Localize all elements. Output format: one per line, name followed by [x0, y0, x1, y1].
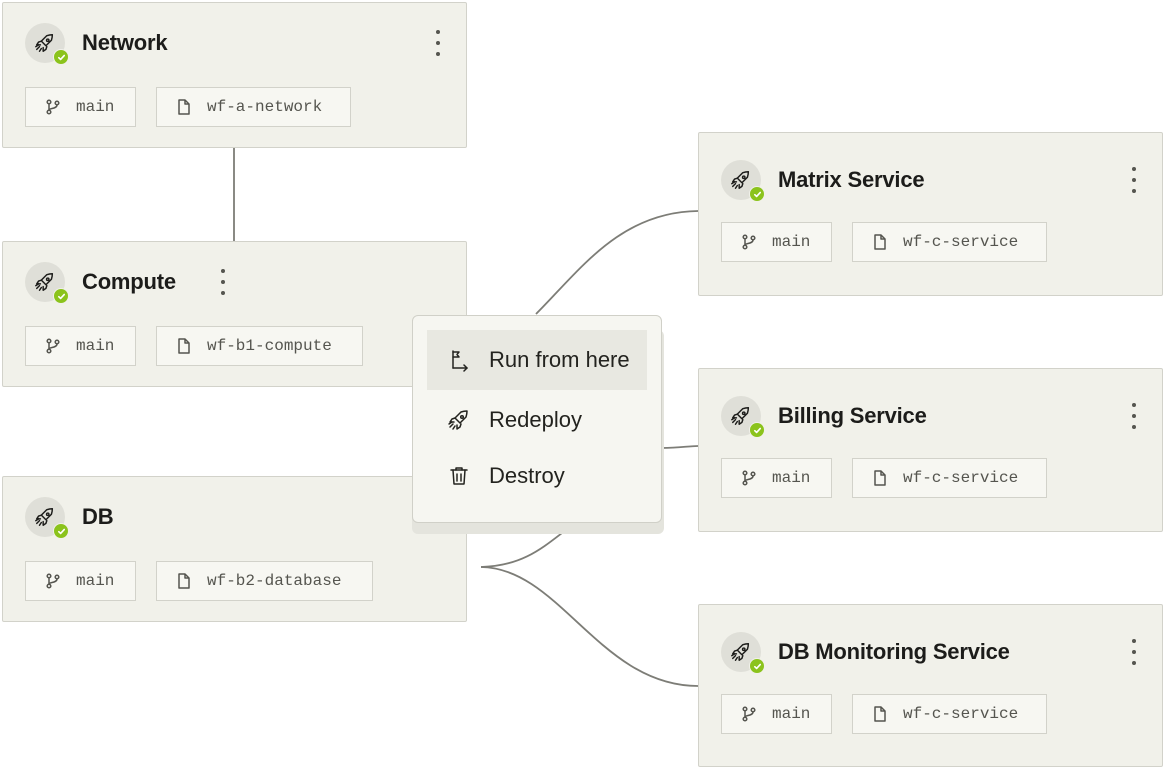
- branch-chip[interactable]: main: [721, 458, 832, 498]
- node-title: Network: [82, 30, 168, 55]
- node-db-monitoring-service[interactable]: DB Monitoring Service main wf-c-service: [698, 604, 1163, 767]
- node-title: Compute: [82, 269, 176, 294]
- file-chip[interactable]: wf-c-service: [852, 694, 1047, 734]
- branch-label: main: [772, 469, 811, 487]
- node-billing-service[interactable]: Billing Service main wf-c-service: [698, 368, 1163, 532]
- node-db[interactable]: DB main wf-b2-database: [2, 476, 467, 622]
- more-options-icon[interactable]: [428, 27, 448, 59]
- more-options-icon[interactable]: [1124, 164, 1144, 196]
- status-ok-icon: [53, 49, 69, 65]
- file-label: wf-a-network: [207, 98, 323, 116]
- rocket-icon: [25, 262, 65, 302]
- branch-label: main: [772, 705, 811, 723]
- git-branch-icon: [44, 98, 62, 116]
- node-network[interactable]: Network main wf-a-network: [2, 2, 467, 148]
- status-ok-icon: [53, 288, 69, 304]
- node-title: DB: [82, 504, 114, 529]
- edge-db-billing: [480, 532, 563, 568]
- more-options-icon[interactable]: [1124, 400, 1144, 432]
- git-branch-icon: [44, 572, 62, 590]
- file-icon: [175, 98, 193, 116]
- context-menu: Run from here Redeploy Destroy: [412, 315, 662, 523]
- edge-compute-matrix: [535, 210, 699, 315]
- branch-chip[interactable]: main: [25, 326, 136, 366]
- git-branch-icon: [44, 337, 62, 355]
- menu-item-destroy[interactable]: Destroy: [427, 446, 647, 506]
- file-chip[interactable]: wf-b1-compute: [156, 326, 363, 366]
- rocket-icon: [447, 408, 471, 432]
- git-branch-icon: [740, 705, 758, 723]
- file-chip[interactable]: wf-c-service: [852, 222, 1047, 262]
- node-compute[interactable]: Compute main wf-b1-compute: [2, 241, 467, 387]
- branch-label: main: [76, 337, 115, 355]
- status-ok-icon: [749, 422, 765, 438]
- menu-item-run-from-here[interactable]: Run from here: [427, 330, 647, 390]
- node-title: Matrix Service: [778, 167, 925, 192]
- status-ok-icon: [53, 523, 69, 539]
- menu-item-label: Destroy: [489, 463, 565, 488]
- menu-item-redeploy[interactable]: Redeploy: [427, 390, 647, 450]
- node-matrix-service[interactable]: Matrix Service main wf-c-service: [698, 132, 1163, 296]
- file-icon: [175, 572, 193, 590]
- file-label: wf-c-service: [903, 469, 1019, 487]
- file-label: wf-c-service: [903, 233, 1019, 251]
- file-chip[interactable]: wf-b2-database: [156, 561, 373, 601]
- status-ok-icon: [749, 658, 765, 674]
- menu-item-label: Redeploy: [489, 407, 582, 432]
- branch-chip[interactable]: main: [721, 694, 832, 734]
- file-chip[interactable]: wf-c-service: [852, 458, 1047, 498]
- trash-icon: [447, 464, 471, 488]
- menu-item-label: Run from here: [489, 347, 630, 372]
- node-title: DB Monitoring Service: [778, 639, 1010, 664]
- file-label: wf-b1-compute: [207, 337, 332, 355]
- branch-label: main: [76, 572, 115, 590]
- file-label: wf-c-service: [903, 705, 1019, 723]
- status-ok-icon: [749, 186, 765, 202]
- file-icon: [175, 337, 193, 355]
- edge-db-dbmon: [480, 566, 699, 687]
- more-options-icon[interactable]: [213, 266, 233, 298]
- git-branch-icon: [740, 469, 758, 487]
- branch-chip[interactable]: main: [25, 87, 136, 127]
- branch-label: main: [76, 98, 115, 116]
- file-chip[interactable]: wf-a-network: [156, 87, 351, 127]
- branch-chip[interactable]: main: [25, 561, 136, 601]
- file-icon: [871, 233, 889, 251]
- more-options-icon[interactable]: [1124, 636, 1144, 668]
- git-branch-icon: [740, 233, 758, 251]
- file-icon: [871, 705, 889, 723]
- node-title: Billing Service: [778, 403, 927, 428]
- branch-label: main: [772, 233, 811, 251]
- edge-compute-billing: [661, 445, 699, 449]
- run-from-here-icon: [447, 348, 471, 372]
- branch-chip[interactable]: main: [721, 222, 832, 262]
- file-label: wf-b2-database: [207, 572, 342, 590]
- file-icon: [871, 469, 889, 487]
